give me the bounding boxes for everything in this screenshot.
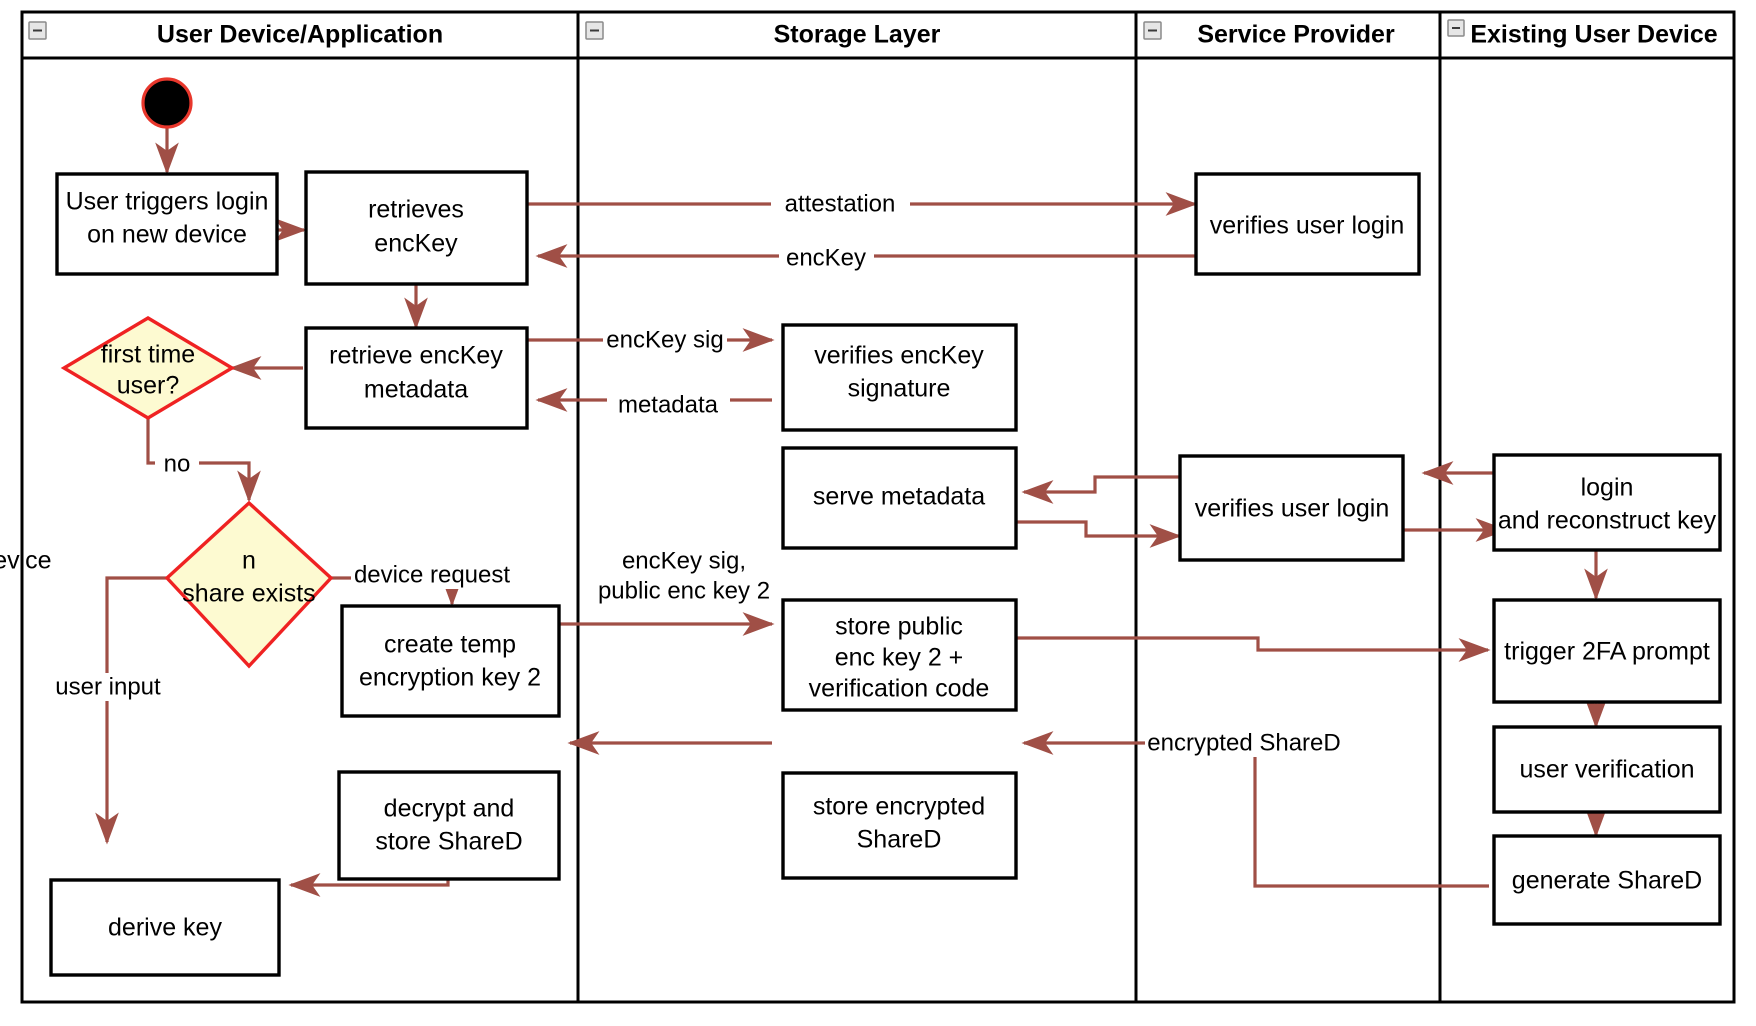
edge-user-input [95,576,167,845]
lane-title-existing-device: Existing User Device [1470,21,1717,49]
lane-header-storage: Storage Layer [585,21,941,49]
edge-label-user-input: user input [50,673,174,701]
svg-text:user input: user input [55,673,161,700]
edge-labels: attestation encKey encKey sig metadata n… [50,190,1341,757]
activity-label-line: and reconstruct key [1498,507,1717,535]
activity-label-line: verification code [809,675,990,703]
activity-serve-metadata[interactable]: serve metadata [781,446,1018,550]
edge-label-enckey: encKey [779,244,874,272]
svg-text:encKey: encKey [786,244,866,271]
activity-label-line: retrieves [368,196,464,224]
edge-label-enckey-sig: encKey sig [603,326,727,354]
svg-text:attestation: attestation [785,190,896,217]
activity-label-line: create temp [384,631,516,659]
edge-label-encrypted-shared: encrypted ShareD [1145,729,1341,757]
activity-decrypt-and-store-shared[interactable]: decrypt and store ShareD [337,770,561,881]
activity-create-temp-encryption-key-2[interactable]: create temp encryption key 2 [340,604,561,718]
decision-label-line: share exists [182,580,315,608]
activity-label-line: encKey [374,230,458,258]
activity-label-line: store ShareD [375,828,522,856]
lane-header-service-provider: Service Provider [1143,21,1395,49]
activity-label-line: login [1581,474,1634,502]
activity-label-line: generate ShareD [1512,867,1702,895]
svg-text:encKey sig: encKey sig [606,326,723,353]
activity-retrieve-enckey-metadata[interactable]: retrieve encKey metadata [304,326,529,430]
activity-label-line: ShareD [857,826,942,854]
edge-label-metadata: metadata [607,390,730,418]
activity-trigger-2fa-prompt[interactable]: trigger 2FA prompt [1492,598,1722,704]
minus-box-icon[interactable] [585,21,604,40]
decision-label-line: user? [117,372,180,400]
svg-text:encrypted ShareD: encrypted ShareD [1147,729,1340,756]
activity-label-line: store public [835,613,963,641]
activity-label-line: on new device [87,221,247,249]
edge-label-no: no [155,450,199,478]
activity-label-line: store encrypted [813,793,985,821]
edge-serve-metadata-to-verify2 [1013,520,1182,548]
activity-label-line: retrieve encKey [329,342,503,370]
activity-label-line: encryption key 2 [359,664,541,692]
svg-text:no: no [164,450,191,477]
edge-label-attestation: attestation [771,190,910,218]
activity-verifies-user-login-2[interactable]: verifies user login [1178,454,1405,562]
activity-label-line: trigger 2FA prompt [1504,638,1710,666]
svg-text:encKey sig,: encKey sig, [622,547,746,574]
svg-text:metadata: metadata [618,391,719,418]
activity-store-encrypted-shared[interactable]: store encrypted ShareD [781,771,1018,880]
edge-encrypted-shared [1021,731,1489,888]
activity-label-line: User triggers login [66,188,269,216]
activity-label-line: metadata [364,376,468,404]
activity-login-and-reconstruct-key[interactable]: login and reconstruct key [1492,453,1722,552]
activity-generate-shared[interactable]: generate ShareD [1492,834,1722,926]
edge-label-enckey-sig-public-enc-key-2: encKey sig, public enc key 2 [598,545,773,607]
svg-text:device request: device request [354,561,510,588]
activity-verifies-enckey-signature[interactable]: verifies encKey signature [781,323,1018,432]
lane-header-existing-device: Existing User Device [1447,19,1718,49]
activity-user-verification[interactable]: user verification [1492,725,1722,814]
lane-title-service-provider: Service Provider [1197,21,1395,49]
decision-first-time-user[interactable]: first time user? [60,316,236,420]
initial-node[interactable] [141,77,193,129]
minus-box-icon[interactable] [28,21,47,40]
activity-label-line: serve metadata [813,483,985,511]
activity-store-public-enc-key-2[interactable]: store public enc key 2 + verification co… [781,598,1018,712]
edge-store-pub-to-2fa [1013,636,1491,662]
edge-label-device-request: device request [351,561,534,589]
minus-box-icon[interactable] [1447,19,1465,37]
activity-label-line: verifies user login [1195,495,1390,523]
lane-header-user-device: User Device/Application [28,21,443,49]
edge-verify2-to-serve-metadata [1021,475,1190,504]
activity-derive-key[interactable]: derive key [49,878,281,977]
lane-title-user-device: User Device/Application [157,21,443,49]
activity-label-line: verifies user login [1210,212,1405,240]
activity-verifies-user-login-1[interactable]: verifies user login [1194,172,1421,276]
lane-title-storage: Storage Layer [774,21,941,49]
activity-label-line: signature [848,375,951,403]
activity-label-line: derive key [108,914,222,942]
activity-user-triggers-login[interactable]: User triggers login on new device [55,172,279,276]
svg-text:public enc key 2: public enc key 2 [598,577,770,604]
activity-retrieves-enckey[interactable]: retrieves encKey [304,170,529,286]
activity-label-line: enc key 2 + [835,644,964,672]
activity-label-line: verifies encKey [814,342,984,370]
minus-box-icon[interactable] [1143,21,1162,40]
decision-label-line: first time [101,341,195,369]
activity-label-line: user verification [1519,756,1694,784]
activity-label-line: decrypt and [384,795,515,823]
